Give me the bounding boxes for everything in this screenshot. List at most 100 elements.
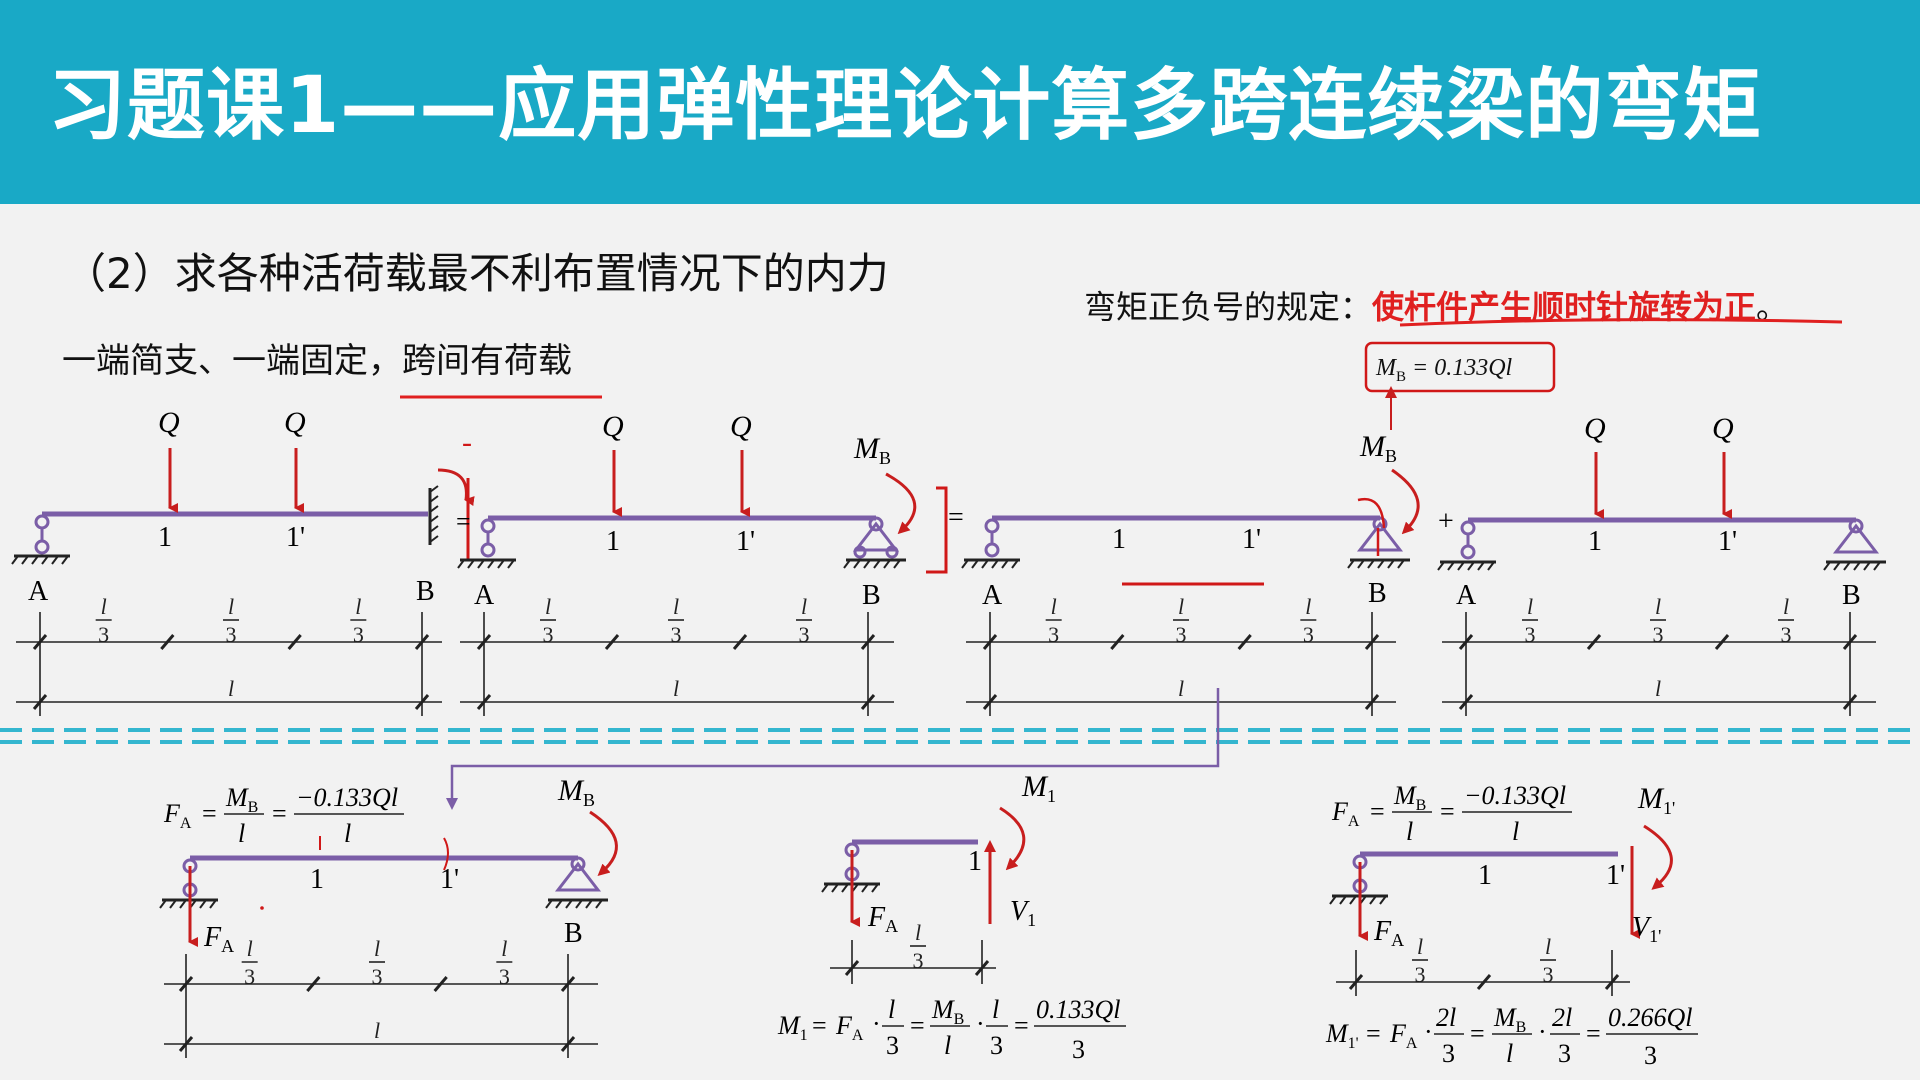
dimension-label: l — [1655, 594, 1661, 619]
dimension-tick — [604, 634, 620, 650]
minus-sign: - — [462, 426, 472, 459]
moment-mb-label: MB — [557, 774, 595, 810]
dimension-label: 3 — [1048, 622, 1059, 647]
svg-text:=: = — [1366, 1019, 1381, 1048]
dimension-label: l — [915, 920, 921, 945]
beam-free-body-left — [159, 810, 618, 947]
reaction-fa-label: FA — [867, 902, 898, 936]
dimension-label: l — [545, 594, 551, 619]
svg-text:FA: FA — [163, 799, 192, 832]
dimension-label: l — [1527, 594, 1533, 619]
dimension-label: l — [374, 936, 380, 961]
svg-text:M1': M1' — [1325, 1019, 1359, 1052]
load-q-label: Q — [1584, 412, 1606, 445]
moment-m1-label: M1 — [1021, 770, 1056, 806]
svg-text:MB: MB — [225, 783, 258, 816]
svg-text:3: 3 — [1072, 1035, 1085, 1064]
svg-text:l: l — [1506, 1039, 1513, 1068]
dimension-label: l — [1178, 676, 1184, 701]
svg-text:=: = — [1014, 1011, 1029, 1040]
dimension-label: 3 — [671, 622, 682, 647]
svg-text:3: 3 — [990, 1031, 1003, 1060]
mb-value-box — [1364, 341, 1556, 393]
dimension-label: 3 — [1303, 622, 1314, 647]
dimension-label: 3 — [353, 622, 364, 647]
dimension-label: l — [673, 594, 679, 619]
load-q-label: Q — [602, 410, 624, 443]
dimension-tick — [1714, 634, 1730, 650]
support-b-label: B — [862, 580, 881, 611]
support-a-label: A — [474, 580, 495, 611]
m1p-formula: M1' = FA · 2l 3 = MB l · 2l 3 = 0.266Ql … — [1325, 1003, 1698, 1070]
load-q-label: Q — [1712, 412, 1734, 445]
svg-text:l: l — [1406, 817, 1413, 846]
dimension-tick — [306, 976, 321, 992]
support-b-label: B — [416, 576, 435, 607]
dimension-label: l — [228, 676, 234, 701]
dimension-label: 3 — [799, 622, 810, 647]
mb-value: MB = 0.133Ql — [1375, 355, 1513, 385]
point-1p-label: 1' — [286, 522, 305, 553]
svg-text:=: = — [272, 799, 287, 828]
beam-3 — [961, 468, 1420, 586]
dimension-label: l — [1417, 934, 1423, 959]
svg-text:3: 3 — [1644, 1041, 1657, 1070]
svg-text:2l: 2l — [1436, 1003, 1456, 1032]
equals-sign: = — [456, 507, 471, 536]
dimension-tick — [732, 634, 748, 650]
point-1-label: 1 — [310, 864, 324, 895]
svg-text:−0.133Ql: −0.133Ql — [296, 783, 398, 812]
dimension-label: 3 — [913, 948, 924, 973]
svg-text:·: · — [872, 1009, 881, 1038]
support-a-label: A — [28, 576, 49, 607]
page-title: 习题课1——应用弹性理论计算多跨连续梁的弯矩 — [48, 61, 1763, 151]
dimension-label: 3 — [1543, 962, 1554, 987]
load-q-label: Q — [730, 410, 752, 443]
svg-text:=: = — [1440, 797, 1455, 826]
dimension-tick — [287, 634, 302, 650]
dimension-label: l — [101, 594, 107, 619]
point-1-label: 1 — [158, 522, 172, 553]
dimension-label: 3 — [244, 964, 255, 989]
title-bar: 习题课1——应用弹性理论计算多跨连续梁的弯矩 — [0, 0, 1920, 204]
moment-m1p-label: M1' — [1637, 782, 1675, 818]
svg-text:l: l — [238, 819, 245, 848]
svg-text:3: 3 — [886, 1031, 899, 1060]
beam-2 — [457, 450, 948, 574]
svg-text:2l: 2l — [1552, 1003, 1572, 1032]
point-1-label: 1 — [606, 526, 620, 557]
svg-text:=: = — [1586, 1019, 1601, 1048]
point-1p-label: 1' — [736, 526, 755, 557]
svg-text:l: l — [944, 1031, 951, 1060]
connector-arrow — [446, 688, 1220, 810]
svg-text:l: l — [344, 819, 351, 848]
svg-text:l: l — [992, 995, 999, 1024]
svg-text:=: = — [812, 1011, 827, 1040]
load-q-label: Q — [284, 406, 306, 439]
svg-text:=: = — [202, 799, 217, 828]
svg-text:FA: FA — [1331, 797, 1360, 830]
dimension-tick — [160, 634, 175, 650]
dimension-label: 3 — [499, 964, 510, 989]
svg-text:=: = — [1470, 1019, 1485, 1048]
dimension-tick — [1586, 634, 1602, 650]
dimension-label: l — [1178, 594, 1184, 619]
svg-text:MB: MB — [1493, 1003, 1526, 1036]
shear-v1-label: V1 — [1010, 896, 1036, 930]
dimension-label: 3 — [543, 622, 554, 647]
dimension-label: l — [228, 594, 234, 619]
point-1-label: 1 — [1478, 860, 1492, 891]
plus-sign: + — [1438, 506, 1454, 537]
svg-text:l: l — [888, 995, 895, 1024]
dimension-label: 3 — [1653, 622, 1664, 647]
beam-1 — [11, 448, 439, 565]
dimension-tick — [1237, 634, 1252, 650]
dimension-label: 3 — [1415, 962, 1426, 987]
support-b-label: B — [1842, 580, 1861, 611]
svg-text:3: 3 — [1442, 1039, 1455, 1068]
m1-formula: M1 = FA · l 3 = MB l · l 3 = 0.133Ql 3 — [777, 995, 1126, 1064]
svg-text:·: · — [1424, 1017, 1433, 1046]
